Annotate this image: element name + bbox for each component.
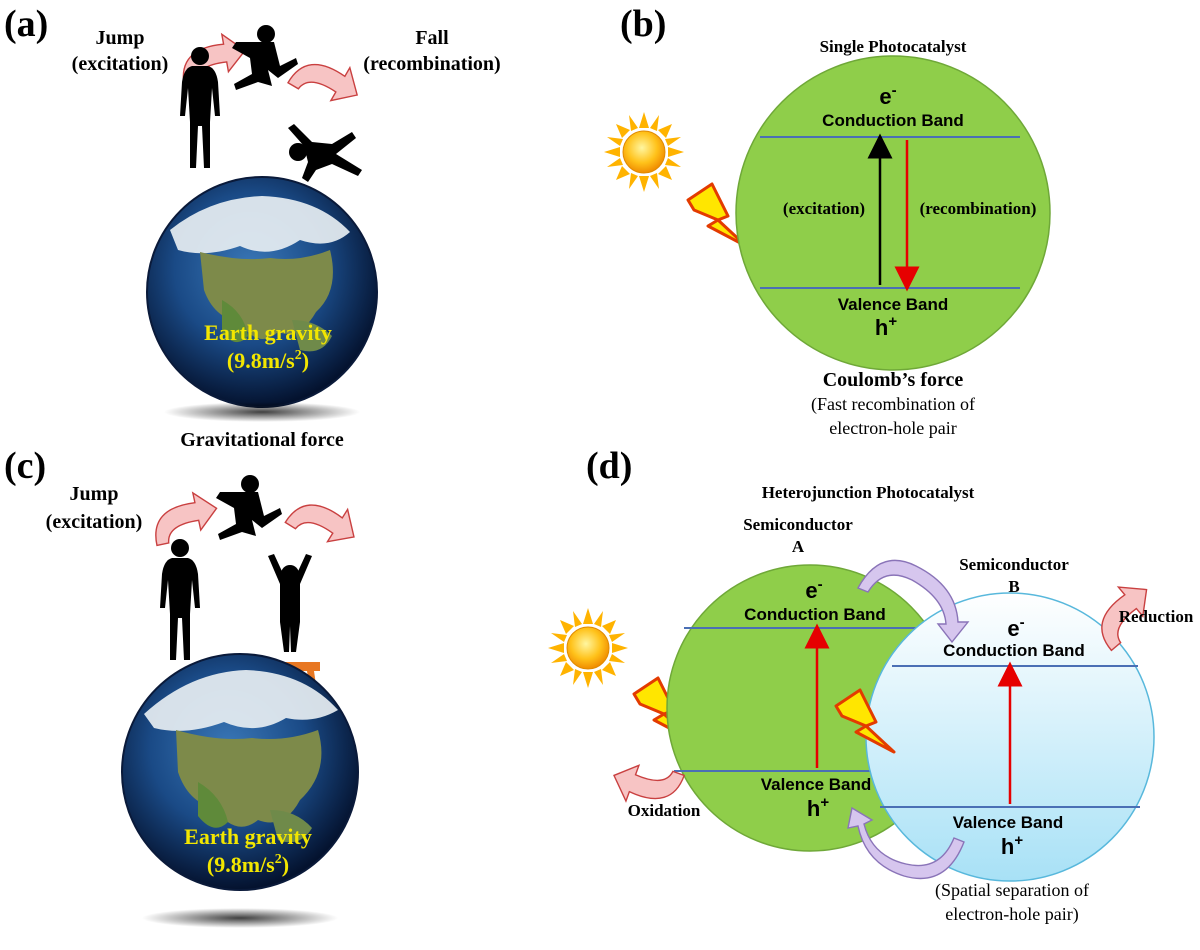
semiconductor-b-cb-label: Conduction Band: [943, 641, 1085, 660]
hole-transfer-arrow: [847, 806, 965, 880]
semiconductor-a-electron-label: e-: [805, 576, 822, 603]
electron-label: e-: [879, 82, 896, 109]
panel-a-jump-label: Jump: [96, 27, 145, 49]
semiconductor-b-hole-label: h+: [1001, 832, 1023, 859]
panel-a-fall-label: Fall: [415, 27, 449, 49]
panel-a-gravity-label: Earth gravity: [204, 320, 332, 345]
person-standing-icon: [160, 539, 200, 660]
curved-arrow-icon: [147, 488, 223, 547]
panel-d-note-line2: electron-hole pair): [945, 904, 1078, 925]
semiconductor-b-letter: B: [1008, 577, 1019, 596]
oxidation-label: Oxidation: [628, 801, 701, 820]
excitation-label: (excitation): [783, 199, 865, 218]
electron-transfer-arrow: [857, 559, 970, 644]
panel-b-note-line1: (Fast recombination of: [811, 394, 975, 415]
semiconductor-a-hole-label: h+: [807, 794, 829, 821]
semiconductor-b-label: Semiconductor: [959, 555, 1069, 574]
semiconductor-a-label: Semiconductor: [743, 515, 853, 534]
panel-a-jump-sublabel: (excitation): [72, 53, 169, 75]
valence-band-label: Valence Band: [838, 295, 949, 314]
curved-arrow-icon: [287, 43, 368, 117]
panel-c-jump-sublabel: (excitation): [46, 511, 143, 533]
panel-a-gravity-value: (9.8m/s2): [227, 348, 309, 373]
panel-a-fall-sublabel: (recombination): [363, 53, 500, 75]
panel-d-label: (d): [586, 445, 632, 487]
semiconductor-a-vb-label: Valence Band: [761, 775, 872, 794]
semiconductor-a-letter: A: [792, 537, 805, 556]
panel-d-note-line1: (Spatial separation of: [935, 880, 1089, 901]
panel-c-label: (c): [4, 445, 46, 487]
sun-icon: [603, 111, 685, 193]
sun-icon: [547, 607, 629, 689]
globe-shadow: [164, 402, 360, 422]
panel-d-title: Heterojunction Photocatalyst: [762, 483, 975, 502]
panel-a-label: (a): [4, 3, 48, 45]
reduction-label: Reduction: [1119, 607, 1194, 626]
panel-c-jump-label: Jump: [70, 483, 119, 505]
semiconductor-b-electron-label: e-: [1007, 614, 1024, 641]
semiconductor-a-cb-label: Conduction Band: [744, 605, 886, 624]
person-falling-icon: [288, 124, 362, 182]
person-jumping-icon: [232, 25, 298, 90]
earth-globe-icon: [121, 653, 359, 891]
person-arms-up-icon: [268, 554, 312, 652]
hole-label: h+: [875, 313, 897, 340]
globe-shadow: [142, 908, 338, 928]
panel-b-note-line2: electron-hole pair: [829, 418, 956, 438]
panel-b-title: Single Photocatalyst: [820, 37, 967, 56]
panel-c-gravity-label: Earth gravity: [184, 824, 312, 849]
curved-arrow-icon: [284, 484, 366, 559]
panel-c-gravity-value: (9.8m/s2): [207, 852, 289, 877]
coulomb-force-label: Coulomb’s force: [823, 369, 964, 391]
photocatalyst-circle: [735, 55, 1051, 371]
person-jumping-icon: [216, 475, 282, 540]
conduction-band-label: Conduction Band: [822, 111, 964, 130]
semiconductor-b-vb-label: Valence Band: [953, 813, 1064, 832]
panel-b-label: (b): [620, 3, 666, 45]
panel-a-force-label: Gravitational force: [180, 429, 344, 451]
recombination-label: (recombination): [920, 199, 1037, 218]
earth-globe-icon: [146, 176, 378, 408]
